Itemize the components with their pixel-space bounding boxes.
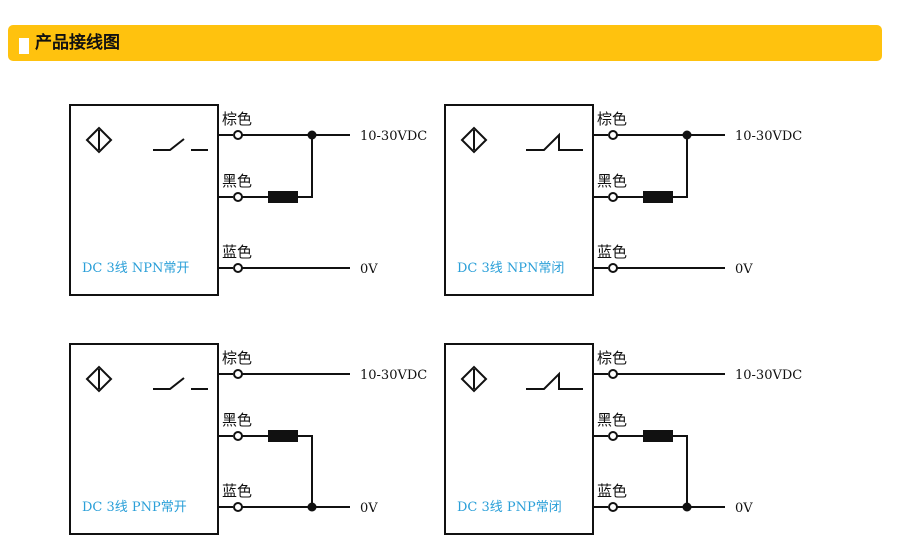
wire-label-brown: 棕色 bbox=[597, 349, 627, 367]
wire-label-black: 黑色 bbox=[597, 172, 627, 190]
wire-label-black: 黑色 bbox=[222, 172, 252, 190]
terminal-black bbox=[608, 192, 618, 202]
wire-label-blue: 蓝色 bbox=[597, 482, 627, 500]
header-marker bbox=[19, 38, 29, 54]
normally-open-switch-icon bbox=[153, 138, 208, 151]
load-resistor-icon bbox=[268, 430, 298, 442]
sensor-box bbox=[69, 104, 219, 296]
supply-voltage-label: 10-30VDC bbox=[735, 129, 802, 144]
wire-label-black: 黑色 bbox=[597, 411, 627, 429]
sensor-type-label: DC 3线 NPN常闭 bbox=[457, 261, 564, 276]
header-bar: 产品接线图 bbox=[8, 25, 882, 61]
ground-voltage-label: 0V bbox=[735, 262, 753, 277]
load-resistor-icon bbox=[643, 191, 673, 203]
wire-label-black: 黑色 bbox=[222, 411, 252, 429]
terminal-brown bbox=[608, 130, 618, 140]
terminal-brown bbox=[608, 369, 618, 379]
supply-voltage-label: 10-30VDC bbox=[735, 368, 802, 383]
junction-dot bbox=[682, 130, 692, 140]
sensor-diamond-icon bbox=[85, 126, 113, 154]
terminal-blue bbox=[608, 502, 618, 512]
sensor-diamond-icon bbox=[85, 365, 113, 393]
wire-label-brown: 棕色 bbox=[222, 349, 252, 367]
load-return-wire bbox=[673, 135, 688, 198]
normally-open-switch-icon bbox=[153, 377, 208, 390]
ground-voltage-label: 0V bbox=[735, 501, 753, 516]
terminal-black bbox=[608, 431, 618, 441]
page-title: 产品接线图 bbox=[35, 33, 120, 53]
sensor-diamond-icon bbox=[460, 365, 488, 393]
ground-voltage-label: 0V bbox=[360, 262, 378, 277]
normally-closed-switch-icon bbox=[526, 132, 583, 151]
wire-label-blue: 蓝色 bbox=[597, 243, 627, 261]
terminal-blue bbox=[233, 502, 243, 512]
junction-dot bbox=[307, 130, 317, 140]
terminal-brown bbox=[233, 130, 243, 140]
wire-label-brown: 棕色 bbox=[597, 110, 627, 128]
wire-label-blue: 蓝色 bbox=[222, 243, 252, 261]
terminal-brown bbox=[233, 369, 243, 379]
sensor-box bbox=[444, 104, 594, 296]
supply-voltage-label: 10-30VDC bbox=[360, 129, 427, 144]
sensor-type-label: DC 3线 PNP常闭 bbox=[457, 500, 562, 515]
load-return-wire bbox=[673, 435, 688, 507]
supply-voltage-label: 10-30VDC bbox=[360, 368, 427, 383]
normally-closed-switch-icon bbox=[526, 371, 583, 390]
load-resistor-icon bbox=[643, 430, 673, 442]
wire-label-brown: 棕色 bbox=[222, 110, 252, 128]
terminal-blue bbox=[608, 263, 618, 273]
ground-voltage-label: 0V bbox=[360, 501, 378, 516]
terminal-blue bbox=[233, 263, 243, 273]
sensor-type-label: DC 3线 NPN常开 bbox=[82, 261, 189, 276]
junction-dot bbox=[682, 502, 692, 512]
sensor-diamond-icon bbox=[460, 126, 488, 154]
sensor-type-label: DC 3线 PNP常开 bbox=[82, 500, 187, 515]
load-resistor-icon bbox=[268, 191, 298, 203]
terminal-black bbox=[233, 192, 243, 202]
sensor-box bbox=[444, 343, 594, 535]
sensor-box bbox=[69, 343, 219, 535]
load-return-wire bbox=[298, 435, 313, 507]
terminal-black bbox=[233, 431, 243, 441]
junction-dot bbox=[307, 502, 317, 512]
wire-label-blue: 蓝色 bbox=[222, 482, 252, 500]
load-return-wire bbox=[298, 135, 313, 198]
